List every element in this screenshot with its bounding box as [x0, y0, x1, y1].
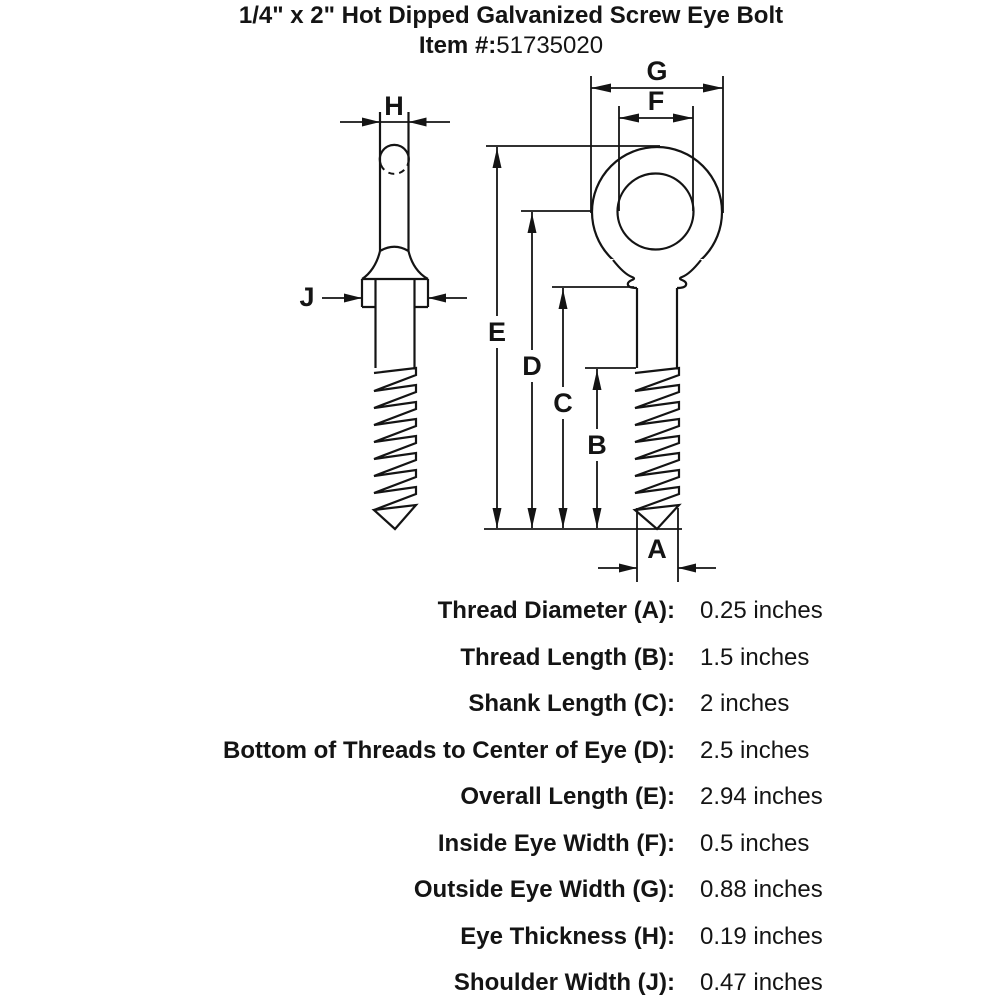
dim-f-label: F [648, 86, 665, 116]
spec-table: Thread Diameter (A): 0.25 inches Thread … [0, 588, 1000, 1000]
spec-label: Thread Length (B): [460, 643, 675, 671]
dim-h: H [340, 91, 450, 127]
dim-a-lines [598, 508, 716, 582]
spec-row-overall-length: Overall Length (E): 2.94 inches [0, 774, 1000, 821]
spec-row-eye-thickness: Eye Thickness (H): 0.19 inches [0, 914, 1000, 961]
page-title: 1/4" x 2" Hot Dipped Galvanized Screw Ey… [238, 2, 784, 29]
spec-label: Shoulder Width (J): [453, 969, 675, 997]
spec-value: 0.5 inches [700, 829, 810, 857]
dim-a: A [598, 508, 716, 582]
spec-value: 0.19 inches [700, 922, 823, 950]
side-thread [373, 366, 418, 512]
spec-value: 2 inches [700, 690, 790, 718]
spec-row-shank-length: Shank Length (C): 2 inches [0, 681, 1000, 728]
spec-label: Overall Length (E): [460, 783, 675, 811]
spec-row-thread-diameter: Thread Diameter (A): 0.25 inches [0, 588, 1000, 635]
dim-e: E [483, 145, 660, 528]
dim-j-arrows [344, 293, 446, 303]
front-shank [635, 288, 679, 368]
dimensions: H J G F E [299, 56, 724, 582]
dim-a-arrows [619, 563, 696, 573]
spec-value: 2.5 inches [700, 736, 810, 764]
neck-right [676, 259, 702, 290]
eye-outer-circle [590, 145, 724, 279]
spec-label: Outside Eye Width (G): [413, 876, 675, 904]
dim-d-label: D [522, 351, 542, 381]
dim-f-arrows [619, 113, 693, 123]
eye-inner-circle [616, 172, 695, 251]
dim-e-label: E [488, 317, 506, 347]
item-label: Item #: [418, 32, 497, 59]
dim-b-label: B [587, 430, 607, 460]
spec-label: Inside Eye Width (F): [437, 829, 675, 857]
dim-f-lines [618, 106, 694, 211]
spec-row-inside-eye-width: Inside Eye Width (F): 0.5 inches [0, 821, 1000, 868]
dim-g-label: G [646, 56, 667, 86]
dim-j-label: J [299, 282, 314, 312]
dim-h-arrows [362, 117, 427, 127]
dim-g: G [590, 56, 724, 213]
spec-row-shoulder-width: Shoulder Width (J): 0.47 inches [0, 960, 1000, 1000]
spec-row-outside-eye-width: Outside Eye Width (G): 0.88 inches [0, 867, 1000, 914]
dim-b: B [583, 367, 636, 528]
dim-j: J [299, 282, 467, 312]
dim-c-label-bg [549, 387, 577, 419]
spec-label: Eye Thickness (H): [460, 922, 675, 950]
dim-d: D [518, 210, 591, 528]
dim-c: C [549, 286, 634, 528]
dim-d-label-bg [518, 350, 546, 382]
dim-a-label: A [647, 534, 667, 564]
spec-row-thread-length: Thread Length (B): 1.5 inches [0, 635, 1000, 682]
item-number: 51735020 [496, 32, 604, 59]
dim-h-label: H [384, 91, 404, 121]
spec-value: 0.88 inches [700, 876, 823, 904]
spec-label: Shank Length (C): [468, 690, 675, 718]
eye-hole-arc [378, 143, 410, 166]
dim-e-lines [486, 145, 660, 528]
spec-label: Bottom of Threads to Center of Eye (D): [222, 736, 675, 764]
header: 1/4" x 2" Hot Dipped Galvanized Screw Ey… [11, 0, 1000, 61]
eye-hole-hidden-arc [379, 164, 409, 175]
item-number-line: Item #:51735020 [11, 31, 1000, 61]
spec-value: 0.47 inches [700, 969, 823, 997]
side-view-outline [360, 112, 430, 368]
spec-value: 2.94 inches [700, 783, 823, 811]
dim-b-label-bg [583, 429, 611, 461]
dim-e-label-bg [483, 316, 511, 348]
front-thread [634, 366, 681, 512]
spec-value: 1.5 inches [700, 643, 810, 671]
spec-value: 0.25 inches [700, 597, 823, 625]
dim-g-lines [590, 76, 724, 213]
spec-row-bottom-threads-to-center: Bottom of Threads to Center of Eye (D): … [0, 728, 1000, 775]
dim-c-label: C [553, 388, 573, 418]
front-screw-point [632, 503, 682, 531]
front-view [590, 145, 724, 531]
side-view [360, 112, 430, 531]
dim-f: F [618, 86, 694, 211]
spec-label: Thread Diameter (A): [437, 597, 675, 625]
side-screw-point [371, 503, 419, 531]
